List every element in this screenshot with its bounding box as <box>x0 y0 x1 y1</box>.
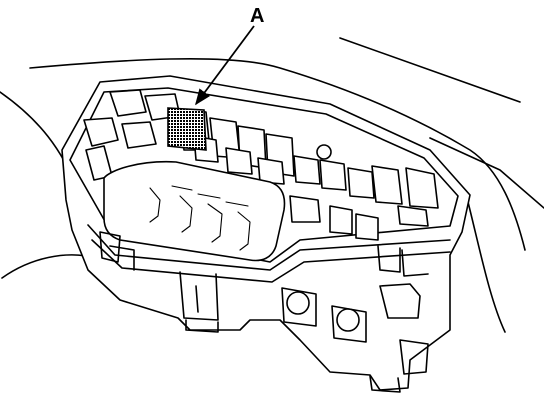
highlighted-relay-a <box>167 107 207 151</box>
fuse-cover <box>103 160 286 262</box>
mounting-base <box>99 231 429 393</box>
body-panel-lines <box>0 37 544 333</box>
callout-leader-line <box>195 25 255 106</box>
callout-label: A <box>250 5 264 27</box>
